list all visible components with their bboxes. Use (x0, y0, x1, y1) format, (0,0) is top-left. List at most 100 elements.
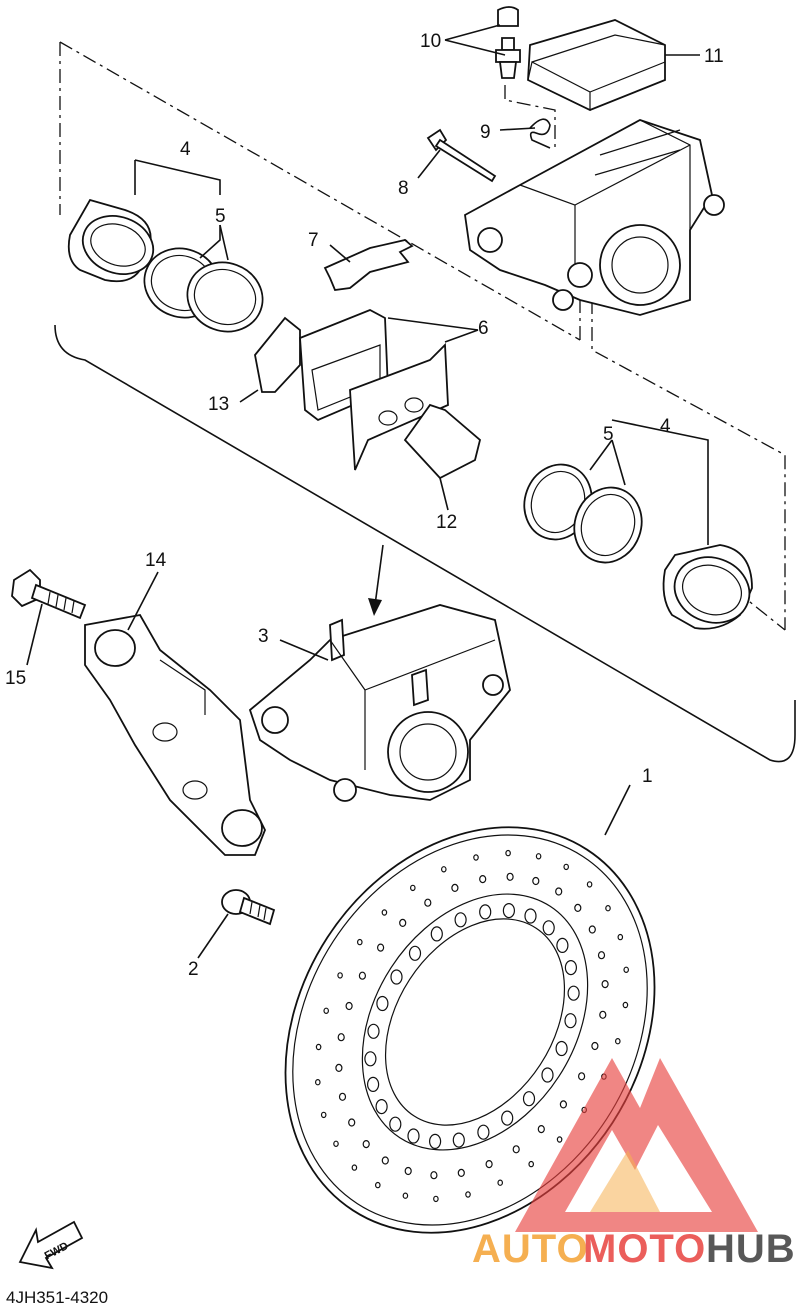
callout-5-lower: 5 (603, 424, 614, 445)
disc-vent-hole (512, 1145, 520, 1154)
disc-vent-hole (559, 1100, 568, 1109)
piston-part-lower (662, 544, 753, 630)
disc-vent-hole (381, 1156, 389, 1165)
disc-vent-hole (362, 1139, 370, 1149)
disc-vent-hole (605, 905, 611, 912)
disc-vent-hole (408, 945, 422, 961)
brake-pads-part (299, 309, 449, 471)
assembly-arrow (368, 544, 384, 616)
disc-vent-hole (577, 1072, 586, 1081)
callout-10: 10 (420, 31, 441, 52)
disc-vent-hole (506, 872, 514, 881)
disc-vent-hole (588, 925, 596, 934)
disc-vent-hole (599, 1010, 607, 1019)
disc-vent-hole (364, 1051, 377, 1067)
assembly-guide-lines (59, 41, 786, 631)
disc-vent-hole (429, 1133, 442, 1150)
callout-4-top: 4 (180, 139, 191, 160)
drawing-code: 4JH351-4320 (6, 1288, 108, 1307)
disc-vent-hole (376, 995, 389, 1012)
disc-vent-hole (485, 1159, 493, 1169)
callout-15: 15 (5, 668, 26, 689)
disc-vent-hole (479, 874, 487, 884)
disc-vent-hole (574, 903, 582, 913)
caliper-bracket-part (84, 614, 266, 856)
pad-pin-part (426, 128, 497, 183)
disc-vent-hole (542, 920, 555, 936)
disc-vent-hole (522, 1091, 536, 1107)
disc-vent-hole (381, 909, 388, 916)
disc-vent-holes (314, 849, 630, 1203)
watermark-brand-hub: HUB (706, 1227, 796, 1271)
disc-vent-hole (377, 943, 385, 952)
disc-vent-hole (524, 908, 537, 924)
disc-vent-hole (586, 881, 593, 888)
automotohub-watermark: AUTO MOTO HUB (472, 1058, 796, 1271)
disc-vent-hole (409, 884, 416, 892)
disc-vent-hole (424, 898, 432, 907)
pad-spring-part (323, 239, 414, 291)
disc-vent-hole (502, 902, 515, 919)
disc-vent-hole (452, 1132, 465, 1148)
disc-vent-hole (358, 971, 366, 980)
disc-vent-hole (323, 1007, 330, 1015)
pad-shim-part (254, 316, 301, 393)
callout-6: 6 (478, 318, 489, 339)
callout-14: 14 (145, 550, 167, 571)
callout-13: 13 (208, 394, 229, 415)
disc-vent-hole (601, 979, 609, 989)
caliper-body-part (464, 119, 725, 316)
disc-vent-hole (497, 1179, 504, 1186)
disc-vent-hole (465, 1191, 471, 1198)
callout-3: 3 (258, 626, 269, 647)
disc-vent-hole (367, 1023, 380, 1039)
disc-vent-hole (597, 951, 606, 960)
disc-vent-hole (337, 972, 343, 979)
disc-vent-hole (314, 1078, 321, 1086)
disc-vent-hole (433, 1195, 439, 1203)
watermark-brand-moto: MOTO (583, 1227, 706, 1271)
piston-seals-part-top (143, 247, 264, 333)
disc-vent-hole (541, 1067, 554, 1083)
disc-vent-hole (477, 1124, 490, 1140)
disc-vent-hole (315, 1043, 322, 1051)
disc-vent-hole (473, 854, 479, 861)
disc-vent-hole (505, 849, 511, 857)
disc-vent-hole (528, 1160, 535, 1168)
disc-vent-hole (375, 1098, 388, 1115)
disc-vent-hole (337, 1033, 345, 1042)
assembled-caliper-part (248, 604, 511, 802)
disc-vent-hole (555, 887, 563, 896)
disc-vent-hole (614, 1037, 621, 1045)
forward-direction-arrow: FWD (18, 1220, 84, 1270)
disc-vent-hole (479, 904, 492, 920)
disc-vent-hole (345, 1001, 353, 1011)
disc-vent-hole (537, 1124, 545, 1134)
piston-part-top (67, 198, 155, 283)
disc-vent-hole (430, 926, 443, 942)
disc-vent-hole (623, 966, 630, 974)
disc-vent-hole (556, 1136, 563, 1143)
bleed-screw-part (495, 6, 521, 79)
disc-vent-hole (556, 937, 569, 954)
bracket-bolt-part (11, 568, 87, 620)
disc-vent-hole (338, 1092, 347, 1101)
disc-vent-hole (563, 863, 570, 871)
disc-vent-hole (451, 883, 459, 893)
callout-leaders (26, 24, 709, 959)
disc-vent-hole (564, 1013, 577, 1029)
caliper-cover-part (527, 19, 666, 111)
disc-vent-hole (440, 866, 447, 873)
watermark-brand-auto: AUTO (472, 1227, 589, 1271)
callout-8: 8 (398, 178, 409, 199)
disc-bolt-part (221, 889, 276, 926)
piston-seals-part-lower (523, 463, 643, 564)
disc-vent-hole (356, 938, 363, 946)
callout-7: 7 (308, 230, 319, 251)
disc-vent-hole (564, 959, 578, 976)
disc-vent-hole (320, 1111, 327, 1119)
group-separator-line (54, 324, 796, 763)
disc-vent-hole (617, 933, 624, 941)
callout-numbers: 1 2 3 4 4 5 5 6 7 8 9 10 11 12 13 14 15 (5, 31, 724, 980)
